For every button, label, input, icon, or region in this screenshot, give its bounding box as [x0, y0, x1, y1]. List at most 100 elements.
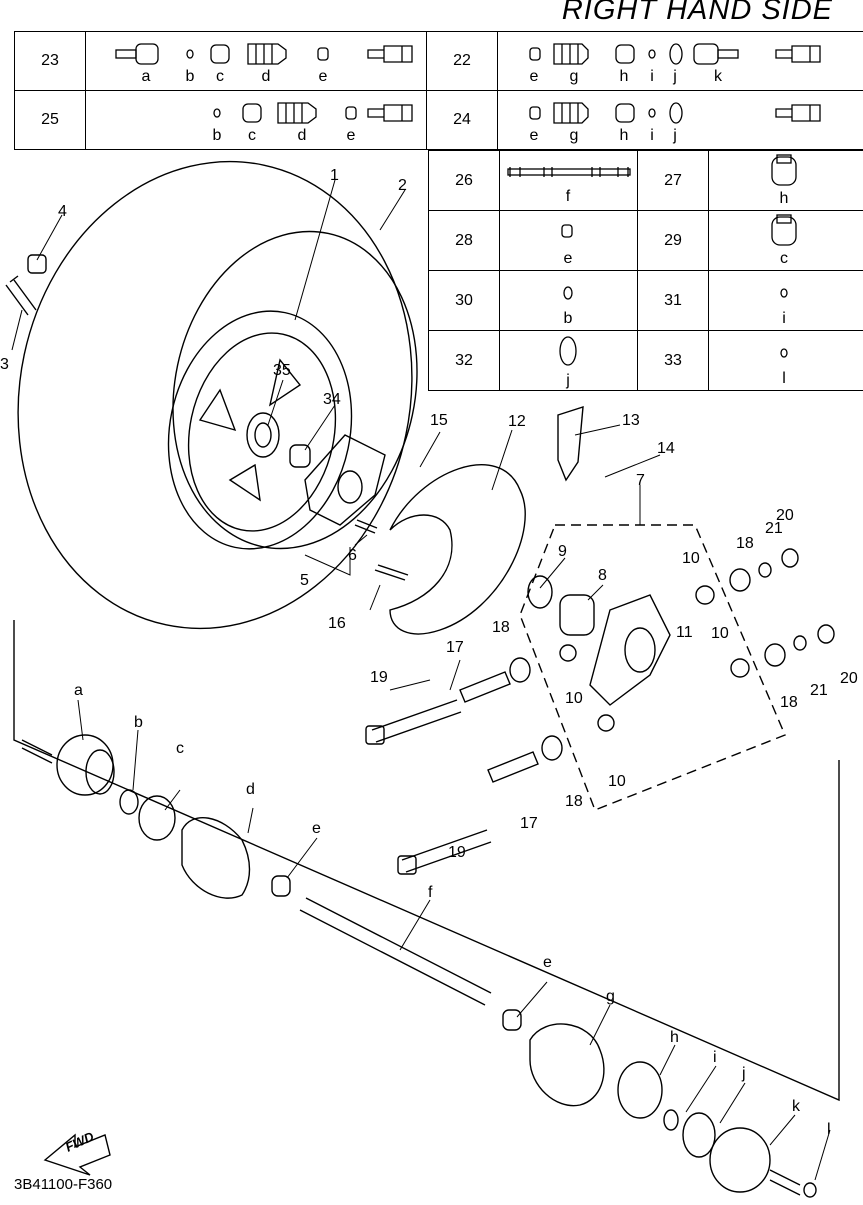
callout-4: 4 — [58, 203, 67, 220]
collar — [289, 444, 311, 468]
tire-inner-outline — [172, 230, 418, 550]
callout-20: 20 — [840, 670, 858, 687]
kit-letter: h — [619, 127, 629, 144]
callout-1: 1 — [330, 167, 339, 184]
pivot-bolt — [401, 829, 492, 873]
kit-letter: g — [569, 127, 579, 144]
callout-f: f — [428, 884, 433, 901]
brake-disc-guard — [389, 464, 526, 635]
callout-3: 3 — [0, 356, 9, 373]
callout-10: 10 — [711, 625, 729, 642]
callout-b: b — [134, 714, 143, 731]
kit-letter: a — [141, 68, 151, 85]
page-title: RIGHT HAND SIDE — [561, 0, 833, 26]
callout-16: 16 — [328, 615, 346, 632]
kit-ref-25: 25 — [14, 90, 86, 150]
drive-shaft-box — [13, 620, 840, 1102]
ring-icon: l — [780, 348, 788, 387]
callout-14: 14 — [657, 440, 675, 457]
kit-parts-icons — [115, 43, 413, 65]
kit-letter: b — [212, 127, 222, 144]
callout-21: 21 — [810, 682, 828, 699]
callout-18: 18 — [780, 694, 798, 711]
kit-letter: d — [261, 68, 271, 85]
kit-letter: b — [564, 310, 573, 327]
circlip-icon: j — [559, 336, 577, 389]
callout-35: 35 — [273, 362, 291, 379]
callout-i: i — [713, 1049, 717, 1066]
hub-bearing — [559, 594, 595, 636]
circlip — [527, 575, 553, 609]
kit-ref-30: 30 — [428, 270, 500, 331]
kit-ref-26: 26 — [428, 150, 500, 211]
kit-ref-32: 32 — [428, 330, 500, 391]
bolt — [374, 564, 409, 581]
callout-34: 34 — [323, 391, 341, 408]
kit-letter: f — [566, 188, 571, 205]
ring-icon: i — [780, 288, 788, 327]
drive-shaft — [299, 897, 492, 1006]
rim-outline — [167, 310, 353, 550]
callout-17: 17 — [520, 815, 538, 832]
kit-ref-24: 24 — [426, 90, 498, 150]
kit-cell-25: b c d e — [85, 90, 427, 150]
kit-letter: h — [619, 68, 629, 85]
kit-cell-24: e g h i j — [497, 90, 863, 150]
pivot-bolt — [371, 699, 462, 743]
hub — [304, 434, 386, 526]
kit-letter: c — [248, 127, 256, 144]
kit-letter: b — [185, 68, 195, 85]
callout-k: k — [792, 1098, 801, 1115]
callout-5: 5 — [300, 572, 309, 589]
kit-cell-27: h — [708, 150, 863, 211]
callout-6: 6 — [348, 547, 357, 564]
kit-letter: l — [782, 370, 786, 387]
kit-letter: e — [318, 68, 328, 85]
callout-10: 10 — [608, 773, 626, 790]
callout-2: 2 — [398, 177, 407, 194]
callout-d: d — [246, 781, 255, 798]
callout-21: 21 — [765, 520, 783, 537]
kit-letter: e — [529, 127, 539, 144]
callout-g: g — [606, 988, 615, 1005]
kit-cell-23: a b c d e — [85, 31, 427, 91]
kit-letter: j — [673, 68, 677, 85]
inner-cv-joint — [709, 1127, 771, 1193]
callout-12: 12 — [508, 413, 526, 430]
fwd-label: FWD — [63, 1128, 97, 1154]
shaft-icon: f — [507, 167, 631, 205]
outer-cv-joint — [21, 739, 53, 764]
band-clamp-icon: h — [771, 154, 797, 207]
kit-ref-27: 27 — [637, 150, 709, 211]
diagram-code: 3B41100-F360 — [14, 1176, 113, 1193]
kit-letter: e — [346, 127, 356, 144]
inner-boot — [529, 1023, 605, 1107]
callout-c: c — [176, 740, 184, 757]
callout-10: 10 — [682, 550, 700, 567]
kit-letter: i — [782, 310, 786, 327]
callout-j: j — [741, 1065, 746, 1082]
callout-19: 19 — [370, 669, 388, 686]
clip-icon: e — [561, 224, 573, 267]
kit-letter: j — [565, 372, 570, 389]
knuckle — [589, 594, 671, 706]
callout-15: 15 — [430, 412, 448, 429]
kit-parts-icons — [529, 102, 821, 124]
kit-cell-33: l — [708, 330, 863, 391]
kit-cell-29: c — [708, 210, 863, 271]
sleeve — [487, 751, 539, 783]
kit-ref-33: 33 — [637, 330, 709, 391]
callout-h: h — [670, 1029, 679, 1046]
band-clamp-icon: c — [771, 214, 797, 267]
kit-cell-32: j — [499, 330, 638, 391]
callout-18: 18 — [736, 535, 754, 552]
kit-letter: d — [297, 127, 307, 144]
callout-18: 18 — [492, 619, 510, 636]
stud — [354, 519, 378, 534]
bearing — [246, 412, 280, 458]
kit-table-top: 23 a b c d e 22 — [14, 31, 863, 150]
kit-letter: i — [650, 127, 654, 144]
kit-letter: h — [780, 190, 789, 207]
tire-outline — [17, 160, 413, 630]
